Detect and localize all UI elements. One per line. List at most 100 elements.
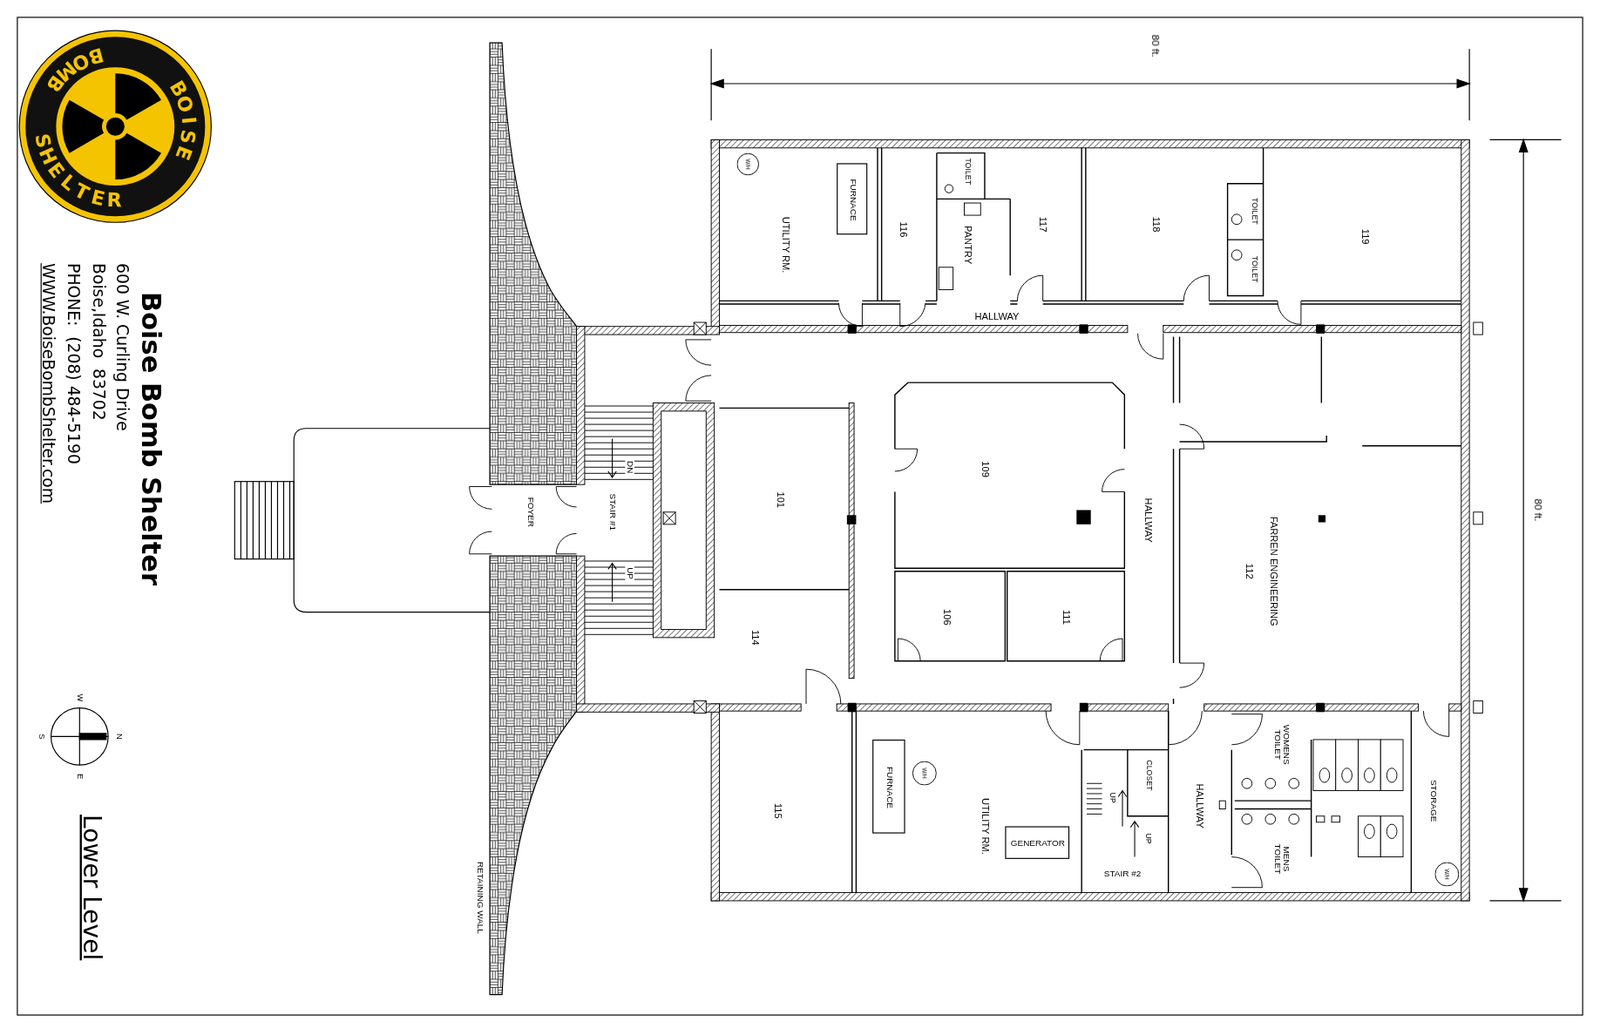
door-swing [1277,300,1302,325]
hatched-wall [1087,325,1128,333]
room-label: FARREN ENGINEERING [1267,515,1279,627]
room-label: 118 [1151,216,1162,234]
column [847,703,856,713]
title: Boise Bomb Shelter [136,291,166,587]
equipment-label: FURNACE [847,177,858,222]
stair-arrow [608,562,617,602]
plan-label: HALLWAY [973,311,1020,323]
retaining-wall [489,42,577,995]
room-label: 106 [942,608,953,627]
plan-label: UP [624,566,635,581]
plan-label: 600 W. Curling Drive [113,262,132,433]
hatched-wall [1087,704,1169,712]
logo-badge: BOISEBOMBSHELTER [18,29,212,224]
stair-arrow [608,438,1139,857]
fixture [1241,778,1253,789]
room-label: TOILET [1249,255,1259,285]
stair-tread [584,406,653,480]
fixture [1265,778,1276,789]
room-label: CLOSET [1145,759,1154,792]
hatched-wall [711,139,1470,148]
room-label: 115 [772,802,783,821]
column [847,324,1326,712]
fixture [964,203,982,216]
logo-letter: E [172,142,196,163]
room-label: 109 [979,460,990,479]
dimension-line [1457,79,1470,88]
fixture [1386,768,1397,783]
fixture [944,184,953,193]
plan-label: W [74,692,84,703]
equipment-label: FURNACE [885,766,895,810]
retaining-wall [489,555,577,995]
hatched-wall [1204,704,1317,712]
door-swing [555,533,577,554]
fixture [1364,824,1376,839]
equipment-box: FURNACE [872,739,905,834]
room: TOILET [1227,239,1264,296]
door-swing [1016,275,1043,301]
hatched-wall [1324,704,1419,712]
dimension-line [711,48,1561,902]
equipment-box: FURNACE [836,162,868,235]
hatched-wall [1163,325,1317,333]
entry-porch [234,481,294,560]
equipment-label: W/H [745,157,752,171]
plan-label: UP [1107,791,1117,805]
hatched-wall [1324,325,1462,333]
hatched-wall [576,139,1471,902]
room-label: 119 [1360,228,1371,246]
room: 111 [1007,571,1126,662]
hatched-wall [1449,704,1462,712]
fixture [1315,816,1324,823]
door-swing [1099,638,1123,662]
hatched-wall [1461,139,1470,902]
compass-rose [51,708,109,767]
fixture [1380,739,1404,792]
plan-label: Boise,Idaho 83702 [89,262,109,422]
column [1315,703,1324,713]
equipment-label: GENERATOR [1010,839,1066,849]
fixture [1265,813,1276,825]
stair-arrow [1130,821,1139,858]
partition-wall [936,153,1011,200]
room-label: MENS TOILET [1272,834,1292,883]
room-label: PANTRY [962,224,973,265]
room: TOILET [1227,183,1264,240]
plan-label: RETAINING WALL [474,861,485,936]
plan-label: UP [1143,832,1153,846]
door-swing [1102,469,1126,493]
room: MENS TOILET [1231,811,1409,894]
fixture [1380,816,1404,858]
logo-text: SHELTER [18,29,212,224]
fixture [1319,768,1330,783]
water-heater-outline [1435,862,1459,887]
sheet-border [17,17,1583,1016]
column [1315,324,1324,334]
equipment-label: W/H [921,766,928,780]
water-heater: W/H [912,761,937,787]
door-swing [1231,714,1262,746]
logo-letter: R [106,189,123,211]
plan-label: 80 ft. [1150,33,1162,58]
door-swing [894,448,918,472]
hatched-wall [711,139,719,333]
equipment-box: GENERATOR [1004,826,1070,859]
survey-marker [663,512,676,525]
partition-wall [852,711,1412,893]
survey-marker [1473,322,1484,335]
plan-label: E [74,772,84,781]
door-swing [469,487,493,510]
logo-letter: I [178,115,199,125]
survey-marker [693,700,706,713]
room-label: FOYER [525,495,536,529]
partition-wall [1179,336,1462,446]
column [1076,509,1091,524]
stair-tread [584,406,1103,814]
logo-badge-outline [19,30,211,223]
fixture [1357,816,1381,858]
room: CLOSET [1127,750,1169,817]
plan-label: HALLWAY [1142,496,1153,543]
plan-label: WWW.BoiseBombShelter.com [39,262,58,505]
survey-marker [693,700,706,713]
